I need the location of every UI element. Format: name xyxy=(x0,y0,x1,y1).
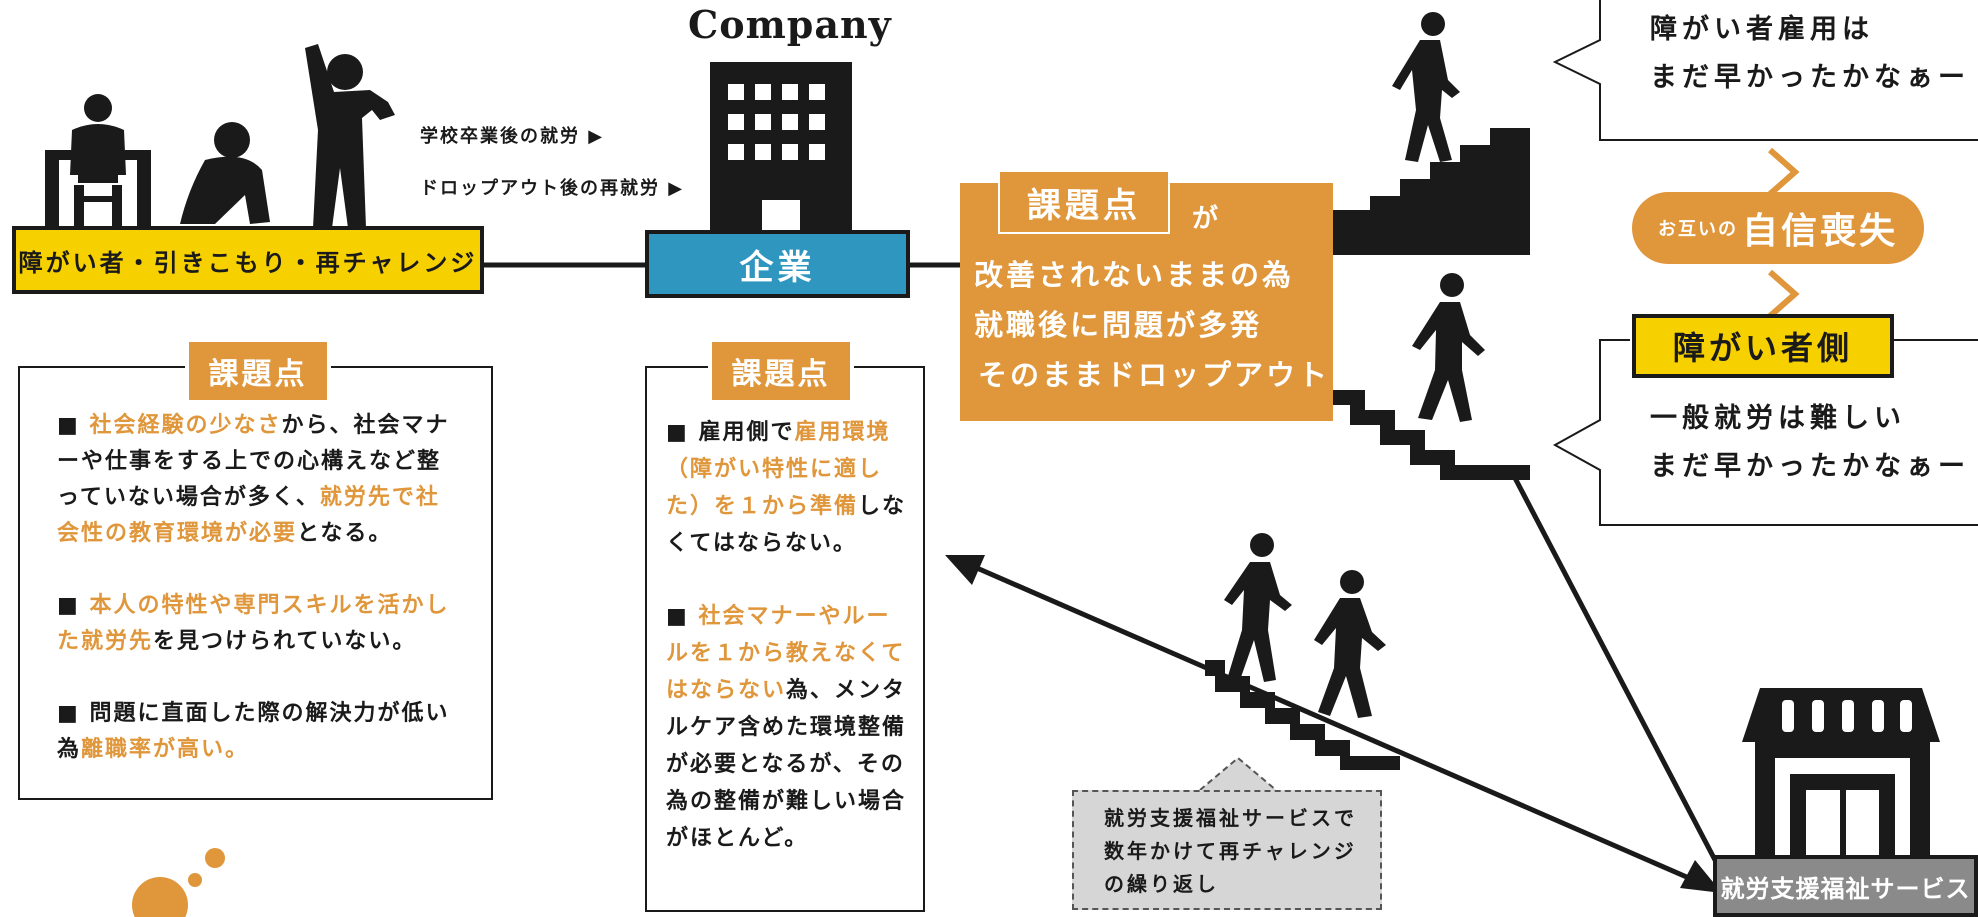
employer-callout-outline xyxy=(1552,0,1978,141)
decor-dot-tiny xyxy=(188,873,202,887)
return-arrow-line xyxy=(969,562,1706,888)
mid-issue-item-2: ■ 社会マナーやルールを１から教えなくてはならない為、メンタルケア含めた環境整備… xyxy=(666,598,912,857)
disabled-callout-outline xyxy=(1552,339,1978,526)
welfare-service-label: 就労支援福祉サービス xyxy=(1713,855,1978,917)
issue-center-line2: 就職後に問題が多発 xyxy=(974,308,1263,342)
lower-stairs-icon xyxy=(1330,390,1530,480)
bullet-square-icon: ■ xyxy=(57,701,90,726)
left-issue-1-text-b: となる。 xyxy=(297,521,393,546)
descending-person-middle-icon xyxy=(1412,273,1485,422)
chevron-top-icon xyxy=(1768,147,1800,197)
retry-note-box: 就労支援福祉サービスで 数年かけて再チャレンジ の繰り返し xyxy=(1072,790,1382,910)
decor-dot-small xyxy=(205,848,225,868)
left-issue-text: ■ 社会経験の少なさから、社会マナーや仕事をする上での心構えなど整っていない場合… xyxy=(57,408,457,768)
issue-center-line1: 改善されないままの為 xyxy=(974,258,1295,292)
bullet-square-icon: ■ xyxy=(57,413,90,438)
mid-issue-2-text: 為、メンタルケア含めた環境整備が必要となるが、その為の整備が難しい場合がほとんど… xyxy=(666,678,907,851)
left-issue-item-2: ■ 本人の特性や専門スキルを活かした就労先を見つけられていない。 xyxy=(57,588,457,660)
play-arrow-icon: ▶ xyxy=(580,126,605,147)
issue-center-text: 改善されないままの為 就職後に問題が多発 そのままドロップアウト xyxy=(974,250,1330,400)
path-after-dropout-text: ドロップアウト後の再就労 xyxy=(420,178,660,199)
drop-line xyxy=(1512,476,1718,862)
return-arrow-head-left xyxy=(945,555,985,585)
mid-issue-1-text-b: しなくてはならない。 xyxy=(666,494,907,556)
retry-note-line1: 就労支援福祉サービスで xyxy=(1104,806,1357,830)
decor-dot-large xyxy=(132,877,188,917)
path-after-school: 学校卒業後の就労 ▶ xyxy=(420,122,604,148)
play-arrow-icon: ▶ xyxy=(660,178,685,199)
challengers-label: 障がい者・引きこもり・再チャレンジ xyxy=(12,226,484,294)
disabled-callout-text: 一般就労は難しい まだ早かったかなぁー xyxy=(1650,395,1970,491)
confidence-loss-bubble: お互いの 自信喪失 xyxy=(1632,192,1924,264)
company-label: 企業 xyxy=(645,230,910,298)
mid-issue-2-highlight: 社会マナーやルールを１から教えなくてはならない xyxy=(666,604,906,703)
disabled-side-label: 障がい者側 xyxy=(1632,314,1894,378)
left-issue-3-text: 問題に直面した際の解決力が低い為 xyxy=(57,701,450,762)
retry-note-line2: 数年かけて再チャレンジ xyxy=(1104,839,1357,863)
mid-issue-panel xyxy=(645,366,925,912)
confidence-loss-big: 自信喪失 xyxy=(1741,211,1898,252)
left-issue-1-text-a: から、社会マナーや仕事をする上での心構えなど整っていない場合が多く、 xyxy=(57,413,450,510)
employer-callout-line2: まだ早かったかなぁー xyxy=(1650,62,1970,93)
issue-center-line3: そのままドロップアウト xyxy=(978,358,1331,392)
raising-hand-person-icon xyxy=(305,44,395,228)
company-building-icon xyxy=(710,62,852,232)
wheelchair-person-icon xyxy=(45,94,151,230)
return-arrow-head-right xyxy=(1680,860,1722,893)
left-issue-1-highlight-b: 就労先で社会性の教育環境が必要 xyxy=(57,485,440,546)
employer-callout-text: 障がい者雇用は まだ早かったかなぁー xyxy=(1650,6,1970,102)
employer-callout-line1: 障がい者雇用は xyxy=(1650,14,1874,45)
mid-issue-1-highlight: 雇用環境（障がい特性に適した）を１から準備 xyxy=(666,420,891,519)
left-issue-item-1: ■ 社会経験の少なさから、社会マナーや仕事をする上での心構えなど整っていない場合… xyxy=(57,408,457,552)
bottom-stairs-icon xyxy=(1205,660,1400,770)
issue-center-suffix: が xyxy=(1192,204,1219,234)
mid-issue-item-1: ■ 雇用側で雇用環境（障がい特性に適した）を１から準備しなくてはならない。 xyxy=(666,414,912,562)
left-issue-item-3: ■ 問題に直面した際の解決力が低い為離職率が高い。 xyxy=(57,696,457,768)
company-title: Company xyxy=(688,2,892,47)
sitting-person-icon xyxy=(180,122,270,224)
bullet-square-icon: ■ xyxy=(666,420,699,445)
disabled-callout-line2: まだ早かったかなぁー xyxy=(1650,451,1970,482)
mid-issue-text: ■ 雇用側で雇用環境（障がい特性に適した）を１から準備しなくてはならない。 ■ … xyxy=(666,414,912,857)
climbing-person-upper-icon xyxy=(1392,12,1460,162)
bullet-square-icon: ■ xyxy=(57,593,90,618)
disabled-callout-line1: 一般就労は難しい xyxy=(1650,403,1906,434)
left-issue-2-highlight: 本人の特性や専門スキルを活かした就労先 xyxy=(57,593,450,654)
chevron-bottom-icon xyxy=(1768,269,1800,319)
left-issue-2-text: を見つけられていない。 xyxy=(153,629,417,654)
retry-note-line3: の繰り返し xyxy=(1104,872,1219,896)
note-callout-tail xyxy=(1199,756,1277,791)
left-issue-3-highlight: 離職率が高い。 xyxy=(81,737,250,762)
bullet-square-icon: ■ xyxy=(666,604,699,629)
path-after-school-text: 学校卒業後の就労 xyxy=(420,126,580,147)
two-persons-climbing-icon xyxy=(1224,533,1386,718)
left-issue-tab: 課題点 xyxy=(185,338,331,404)
mid-issue-tab: 課題点 xyxy=(708,338,854,404)
left-issue-1-highlight-a: 社会経験の少なさ xyxy=(89,413,282,438)
issue-center-tag: 課題点 xyxy=(998,170,1170,234)
path-after-dropout: ドロップアウト後の再就労 ▶ xyxy=(420,174,684,200)
confidence-loss-small: お互いの xyxy=(1657,219,1738,240)
mid-issue-1-text-a: 雇用側で xyxy=(698,420,795,445)
